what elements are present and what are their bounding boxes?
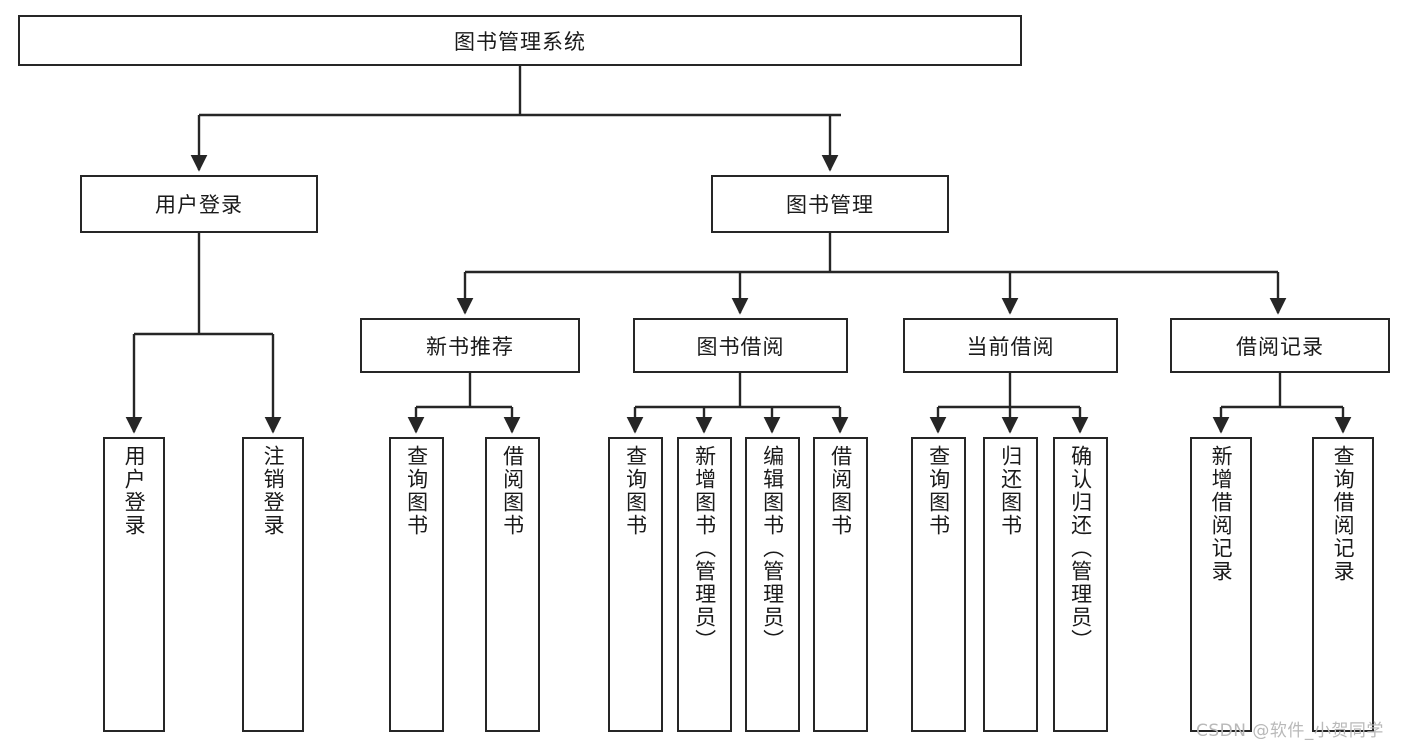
node-book-borrow-label: 图书借阅 [696, 334, 785, 359]
node-leaf-borrow-book-2[interactable]: 借阅图书 [813, 437, 868, 732]
node-leaf-query-book-2[interactable]: 查询图书 [608, 437, 663, 732]
node-leaf-user-login-label: 用户登录 [122, 445, 147, 537]
node-leaf-query-book-2-label: 查询图书 [623, 445, 648, 537]
node-leaf-add-record[interactable]: 新增借阅记录 [1190, 437, 1252, 732]
node-leaf-confirm-return[interactable]: 确认归还（管理员） [1053, 437, 1108, 732]
node-leaf-return-book-label: 归还图书 [998, 445, 1023, 537]
node-leaf-query-book-3[interactable]: 查询图书 [911, 437, 966, 732]
node-leaf-query-record[interactable]: 查询借阅记录 [1312, 437, 1374, 732]
node-book-borrow[interactable]: 图书借阅 [633, 318, 848, 373]
node-leaf-query-book-1[interactable]: 查询图书 [389, 437, 444, 732]
node-leaf-user-login[interactable]: 用户登录 [103, 437, 165, 732]
node-leaf-add-book-label: 新增图书（管理员） [692, 445, 717, 652]
node-leaf-logout-label: 注销登录 [261, 445, 286, 537]
node-leaf-edit-book[interactable]: 编辑图书（管理员） [745, 437, 800, 732]
node-leaf-borrow-book-1[interactable]: 借阅图书 [485, 437, 540, 732]
node-leaf-borrow-book-1-label: 借阅图书 [500, 445, 525, 537]
node-leaf-logout[interactable]: 注销登录 [242, 437, 304, 732]
node-leaf-query-record-label: 查询借阅记录 [1331, 445, 1356, 583]
node-book-manage-label: 图书管理 [786, 193, 874, 217]
csdn-watermark: CSDN @软件_小贺同学 [1196, 721, 1384, 741]
node-new-book-recommend[interactable]: 新书推荐 [360, 318, 580, 373]
node-leaf-query-book-3-label: 查询图书 [926, 445, 951, 537]
node-leaf-confirm-return-label: 确认归还（管理员） [1068, 445, 1093, 652]
node-leaf-add-record-label: 新增借阅记录 [1209, 445, 1234, 583]
node-leaf-edit-book-label: 编辑图书（管理员） [760, 445, 785, 652]
node-root[interactable]: 图书管理系统 [18, 15, 1022, 66]
node-leaf-add-book[interactable]: 新增图书（管理员） [677, 437, 732, 732]
node-user-login-label: 用户登录 [155, 193, 243, 217]
node-root-label: 图书管理系统 [454, 29, 586, 54]
node-leaf-query-book-1-label: 查询图书 [404, 445, 429, 537]
node-new-book-recommend-label: 新书推荐 [426, 334, 514, 359]
node-user-login[interactable]: 用户登录 [80, 175, 318, 233]
node-borrow-record[interactable]: 借阅记录 [1170, 318, 1390, 373]
node-leaf-return-book[interactable]: 归还图书 [983, 437, 1038, 732]
node-borrow-record-label: 借阅记录 [1236, 334, 1324, 359]
node-current-borrow[interactable]: 当前借阅 [903, 318, 1118, 373]
node-current-borrow-label: 当前借阅 [966, 334, 1055, 359]
node-book-manage[interactable]: 图书管理 [711, 175, 949, 233]
node-leaf-borrow-book-2-label: 借阅图书 [828, 445, 853, 537]
